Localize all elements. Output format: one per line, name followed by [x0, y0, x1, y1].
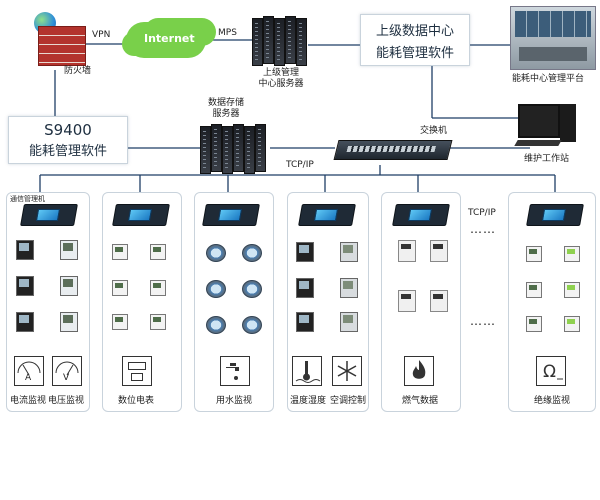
water-meter: [206, 316, 226, 334]
gateway-device-6: [526, 204, 584, 226]
workstation-keyboard: [514, 140, 562, 146]
ellipsis-bottom: ……: [470, 314, 496, 328]
panel-digital-meter: [102, 192, 182, 412]
upper-center-line1: 上级数据中心: [375, 24, 454, 39]
ac-controller: [340, 312, 358, 332]
gateway-device-3: [202, 204, 260, 226]
ac-controller: [340, 242, 358, 262]
digital-meter: [112, 314, 128, 330]
thermometer-icon: [292, 356, 322, 386]
power-meter: [16, 276, 34, 296]
caption-temp: 温度湿度: [290, 396, 327, 406]
insulation-monitor: [564, 246, 580, 262]
ammeter-gauge-icon: A: [14, 356, 44, 386]
temp-controller: [296, 278, 314, 298]
workstation-monitor: [518, 104, 560, 138]
control-room-image: [510, 6, 596, 70]
firewall-icon: [38, 26, 86, 66]
mps-label: MPS: [218, 28, 237, 38]
insulation-monitor: [564, 316, 580, 332]
gateway-device-4: [298, 204, 356, 226]
upper-center-line2: 能耗管理软件: [375, 46, 454, 61]
ellipsis-top: ……: [470, 222, 496, 236]
insulation-monitor: [564, 282, 580, 298]
gas-meter: [430, 240, 448, 262]
upper-server-rack: [252, 16, 312, 66]
water-meter: [242, 280, 262, 298]
caption-voltage: 电压监视: [48, 396, 85, 406]
power-meter: [16, 312, 34, 332]
insulation-monitor: [526, 282, 542, 298]
internet-cloud: Internet: [126, 22, 206, 58]
upper-data-center-box: 上级数据中心 能耗管理软件: [360, 14, 470, 66]
platform-label: 能耗中心管理平台: [512, 74, 585, 84]
digital-meter: [112, 280, 128, 296]
water-meter: [206, 280, 226, 298]
caption-ac: 空调控制: [330, 396, 367, 406]
caption-digital-meter: 数位电表: [118, 396, 155, 406]
water-meter: [242, 244, 262, 262]
gateway-device-2: [112, 204, 170, 226]
water-tap-icon: [220, 356, 250, 386]
switch-label: 交换机: [420, 126, 448, 136]
firewall-label: 防火墙: [64, 66, 92, 76]
water-meter: [242, 316, 262, 334]
storage-server-rack: [200, 124, 270, 174]
internet-label: Internet: [144, 32, 195, 45]
power-meter: [60, 312, 78, 332]
electric-meter-icon: [122, 356, 152, 386]
s9400-subtitle: 能耗管理软件: [28, 144, 107, 159]
power-meter: [16, 240, 34, 260]
insulation-monitor: [526, 246, 542, 262]
gas-meter: [398, 240, 416, 262]
snowflake-icon: [332, 356, 362, 386]
digital-meter: [150, 280, 166, 296]
workstation-tower: [560, 104, 576, 142]
power-meter: [60, 276, 78, 296]
caption-water: 用水监视: [216, 396, 253, 406]
gateway-label: 通信管理机: [10, 195, 45, 203]
caption-current: 电流监视: [10, 396, 47, 406]
caption-gas: 燃气数据: [402, 396, 439, 406]
ac-controller: [340, 278, 358, 298]
tcpip-label-middle: TCP/IP: [286, 160, 314, 170]
temp-controller: [296, 312, 314, 332]
digital-meter: [150, 314, 166, 330]
digital-meter: [112, 244, 128, 260]
workstation-label: 维护工作站: [524, 154, 570, 164]
digital-meter: [150, 244, 166, 260]
s9400-box: S9400 能耗管理软件: [8, 116, 128, 164]
voltmeter-gauge-icon: V: [52, 356, 82, 386]
gateway-device-5: [392, 204, 450, 226]
svg-text:Ω: Ω: [543, 362, 556, 382]
gas-meter: [430, 290, 448, 312]
insulation-ohm-icon: Ω: [536, 356, 566, 386]
caption-insulation: 绝缘监视: [534, 396, 571, 406]
temp-controller: [296, 242, 314, 262]
storage-label: 数据存储 服务器: [207, 98, 244, 119]
insulation-monitor: [526, 316, 542, 332]
water-meter: [206, 244, 226, 262]
upper-server-label: 上级管理 中心服务器: [258, 68, 304, 89]
network-switch: [333, 140, 453, 160]
vpn-label: VPN: [92, 30, 111, 40]
gas-meter: [398, 290, 416, 312]
s9400-title: S9400: [44, 121, 92, 139]
power-meter: [60, 240, 78, 260]
flame-icon: [404, 356, 434, 386]
tcpip-label-bottom: TCP/IP: [468, 208, 496, 218]
gateway-device-1: [20, 204, 78, 226]
